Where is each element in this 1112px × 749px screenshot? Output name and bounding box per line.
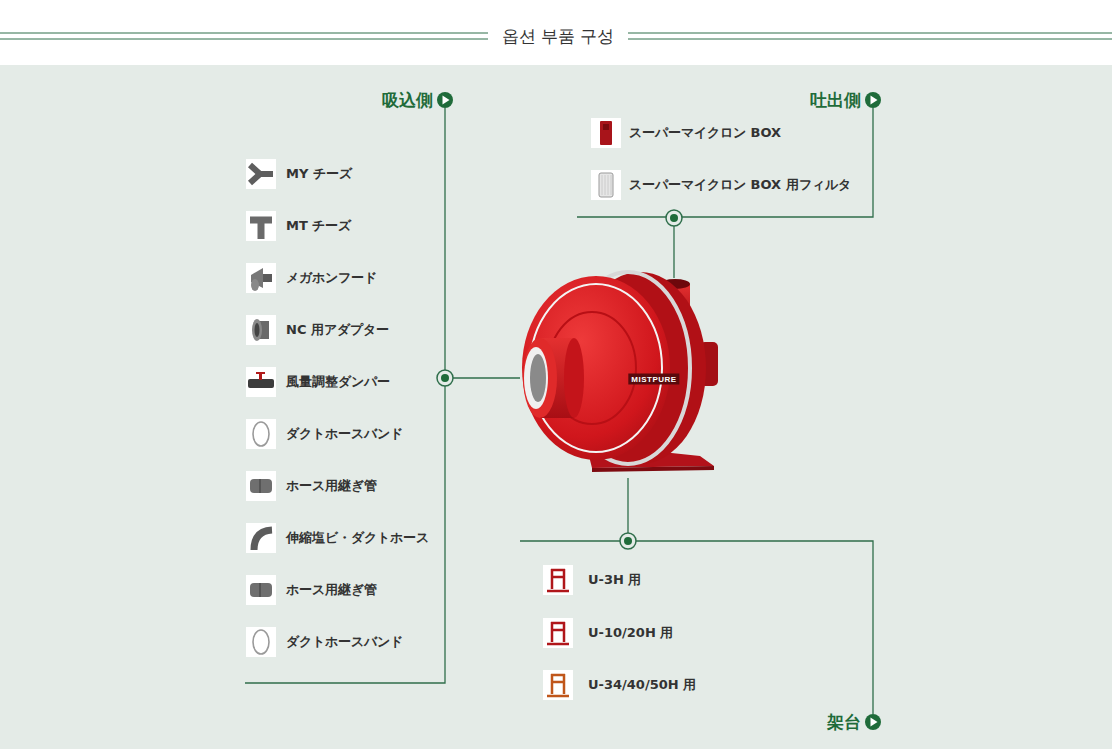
part-name: MT チーズ	[286, 217, 351, 235]
part-name: ダクトホースバンド	[286, 633, 403, 651]
suction-bracket	[245, 108, 445, 683]
part-name: NC 用アダプター	[286, 321, 389, 339]
part-name: スーパーマイクロン BOX 用フィルタ	[629, 176, 851, 194]
rule-line	[0, 33, 488, 34]
group-heading: 架台	[827, 711, 861, 734]
fan-inlet-opening	[524, 347, 548, 409]
arrow-icon	[865, 92, 881, 108]
part-name: MY チーズ	[286, 165, 352, 183]
band-icon	[246, 627, 276, 657]
junction-dot	[624, 537, 632, 545]
fan-base-edge	[592, 466, 714, 472]
rule-line	[0, 39, 488, 40]
pipe-icon	[246, 575, 276, 605]
fan-inlet-inner	[530, 354, 546, 402]
arrow-icon	[437, 92, 453, 108]
pipe-icon	[246, 471, 276, 501]
junction-ring	[620, 533, 636, 549]
damper-icon	[246, 367, 276, 397]
stand-icon	[543, 565, 573, 595]
part-name: ダクトホースバンド	[286, 425, 403, 443]
part-name: メガホンフード	[286, 269, 377, 287]
panel	[0, 65, 1112, 749]
page-title: 옵션 부품 구성	[498, 25, 619, 48]
suction-leader	[453, 377, 520, 378]
part-name: U-10/20H 用	[588, 624, 673, 642]
band-icon	[246, 419, 276, 449]
part-name: スーパーマイクロン BOX	[629, 124, 781, 142]
rule-line	[628, 39, 1112, 40]
arrow-icon	[865, 714, 881, 730]
part-name: U-3H 用	[588, 571, 641, 589]
fan-inlet-flange	[564, 338, 584, 418]
box-icon	[591, 118, 621, 148]
part-name: U-34/40/50H 用	[588, 676, 696, 694]
stand-leader	[627, 478, 628, 533]
t-tee-icon	[246, 211, 276, 241]
hood-icon	[246, 263, 276, 293]
discharge-leader	[673, 226, 674, 278]
y-tee-icon	[246, 159, 276, 189]
part-name: ホース用継ぎ管	[286, 477, 377, 495]
bracket-lines	[245, 108, 873, 714]
filter-icon	[591, 170, 621, 200]
stand-icon	[543, 618, 573, 648]
hose-icon	[246, 523, 276, 553]
discharge-bracket	[577, 108, 873, 217]
part-name: ホース用継ぎ管	[286, 581, 377, 599]
junction-dots	[437, 210, 682, 549]
part-icons	[246, 118, 621, 700]
fan-inlet-lip	[523, 338, 557, 418]
fan-illustration	[522, 272, 718, 472]
group-heading: 吸込側	[382, 89, 433, 112]
junction-ring	[666, 210, 682, 226]
junction-ring	[437, 370, 453, 386]
adapter-icon	[246, 315, 276, 345]
junction-dot	[670, 214, 678, 222]
brand-logo: MISTPURE	[628, 374, 679, 385]
group-heading: 吐出側	[810, 89, 861, 112]
part-name: 伸縮塩ビ・ダクトホース	[286, 529, 429, 547]
rule-line	[628, 33, 1112, 34]
fan-face	[522, 276, 670, 460]
part-name: 風量調整ダンパー	[286, 373, 390, 391]
heading-arrows	[437, 92, 881, 730]
junction-dot	[441, 374, 449, 382]
stand-bracket	[520, 541, 873, 714]
stand-icon	[543, 670, 573, 700]
